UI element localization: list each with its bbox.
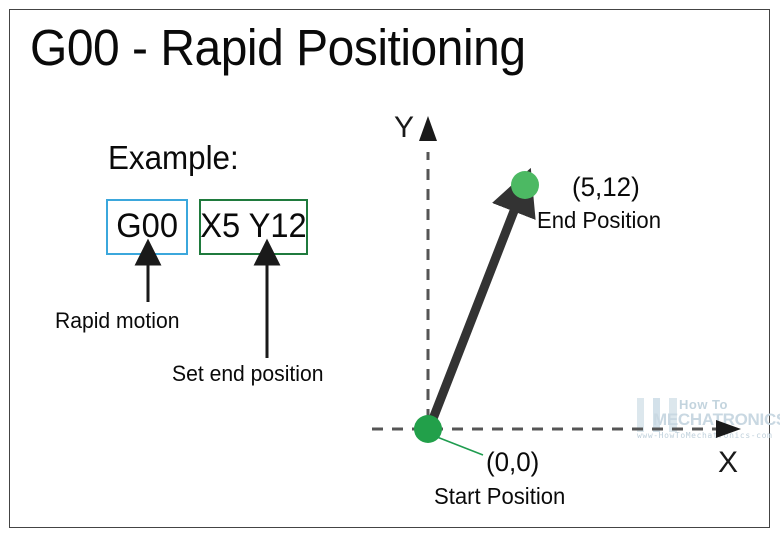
start-point-leader-line: [436, 436, 484, 456]
y-axis-label: Y: [394, 111, 415, 144]
x-axis-label: X: [718, 446, 739, 479]
end-point-marker: [511, 171, 539, 199]
start-point-marker: [414, 415, 442, 443]
code-block-parameters-text: X5 Y12: [200, 206, 307, 245]
code-block-command-text: G00: [116, 206, 178, 245]
start-point-coordinate-label: (0,0): [486, 447, 540, 477]
example-heading: Example:: [108, 139, 239, 176]
end-point-description: End Position: [537, 207, 661, 233]
rapid-move-vector: [424, 167, 536, 431]
x-axis-arrowhead-icon: [716, 420, 741, 438]
annotation-label-rapid-motion: Rapid motion: [55, 308, 180, 333]
page-frame-border: [9, 9, 770, 528]
end-point-coordinate-label: (5,12): [572, 172, 640, 202]
page-title: G00 - Rapid Positioning: [30, 19, 526, 76]
y-axis-arrowhead-icon: [419, 116, 437, 141]
start-point-description: Start Position: [434, 483, 566, 509]
annotation-label-set-end-position: Set end position: [172, 361, 324, 386]
